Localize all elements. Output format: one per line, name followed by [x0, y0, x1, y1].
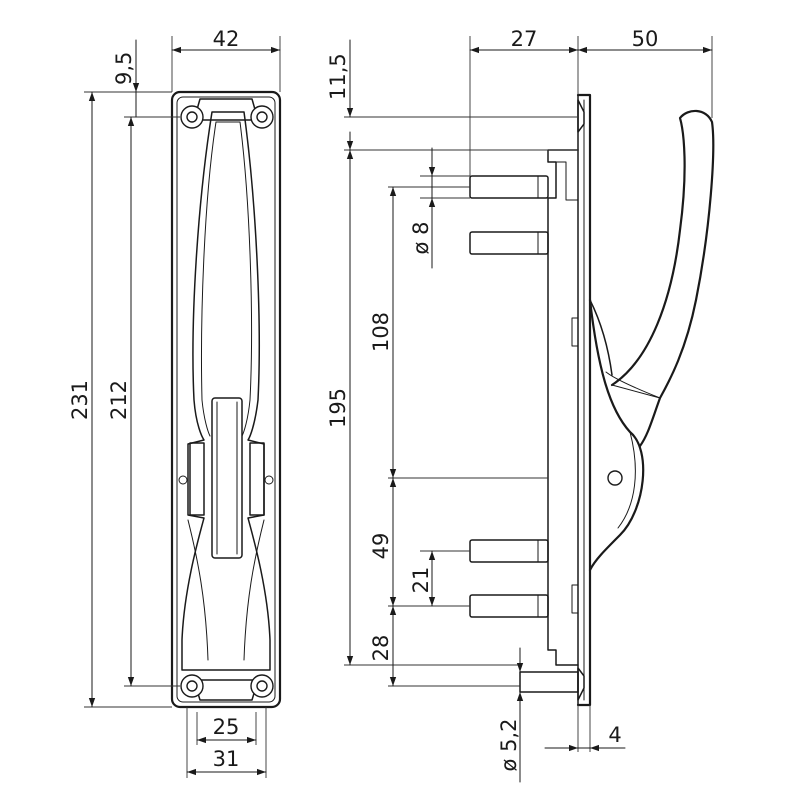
- screw-shank: [519, 671, 579, 693]
- dim-25-label: 25: [213, 715, 240, 739]
- dim-21-label: 21: [409, 567, 433, 594]
- dim-212-label: 212: [107, 380, 131, 420]
- dim-49-label: 49: [369, 533, 393, 560]
- dim-231-label: 231: [68, 380, 92, 420]
- handle-lever: [588, 298, 645, 572]
- handle-pivot: [607, 470, 623, 486]
- dim-27-label: 27: [511, 27, 538, 51]
- side-base-plate: [576, 93, 592, 707]
- front-plate-inner-outline: [176, 96, 276, 703]
- screw-hole-top-right: [250, 105, 274, 129]
- handle-clasp: [211, 397, 243, 559]
- right-boss: [249, 442, 265, 516]
- bottom-plate-ridge: [193, 679, 259, 701]
- side-mount-plate: [547, 149, 579, 666]
- handle-body-outline: [181, 111, 271, 671]
- screw-hole-top-left: [180, 105, 204, 129]
- pin-4: [469, 594, 549, 618]
- front-plate-outline: [170, 90, 282, 709]
- side-view: 27 50 11,5 195 ø 8 108 49 21 28 ø 5,2 4: [326, 27, 715, 783]
- pin-2: [469, 231, 549, 255]
- dim-108-label: 108: [369, 312, 393, 352]
- dim-28-label: 28: [369, 635, 393, 662]
- screw-hole-bottom-left: [180, 674, 204, 698]
- front-view: 42 9,5 231 212 25 31: [68, 27, 282, 778]
- dim-11-5-label: 11,5: [326, 53, 350, 100]
- side-screw-head-bottom: [577, 667, 585, 701]
- dim-9-5-label: 9,5: [112, 52, 136, 85]
- dim-50-label: 50: [632, 27, 659, 51]
- screw-hole-bottom-right: [250, 674, 274, 698]
- dim-4-label: 4: [608, 723, 621, 747]
- pin-1: [469, 175, 549, 199]
- dim-31-label: 31: [213, 747, 240, 771]
- dim-8-label: ø 8: [409, 222, 433, 255]
- pin-3: [469, 539, 549, 563]
- dim-5-2-label: ø 5,2: [497, 719, 521, 772]
- left-boss: [189, 442, 205, 516]
- handle-body-inner: [215, 121, 253, 437]
- handle-grip: [610, 109, 715, 448]
- side-screw-head-top: [577, 99, 585, 133]
- dim-195-label: 195: [326, 388, 350, 428]
- dim-42-label: 42: [213, 27, 240, 51]
